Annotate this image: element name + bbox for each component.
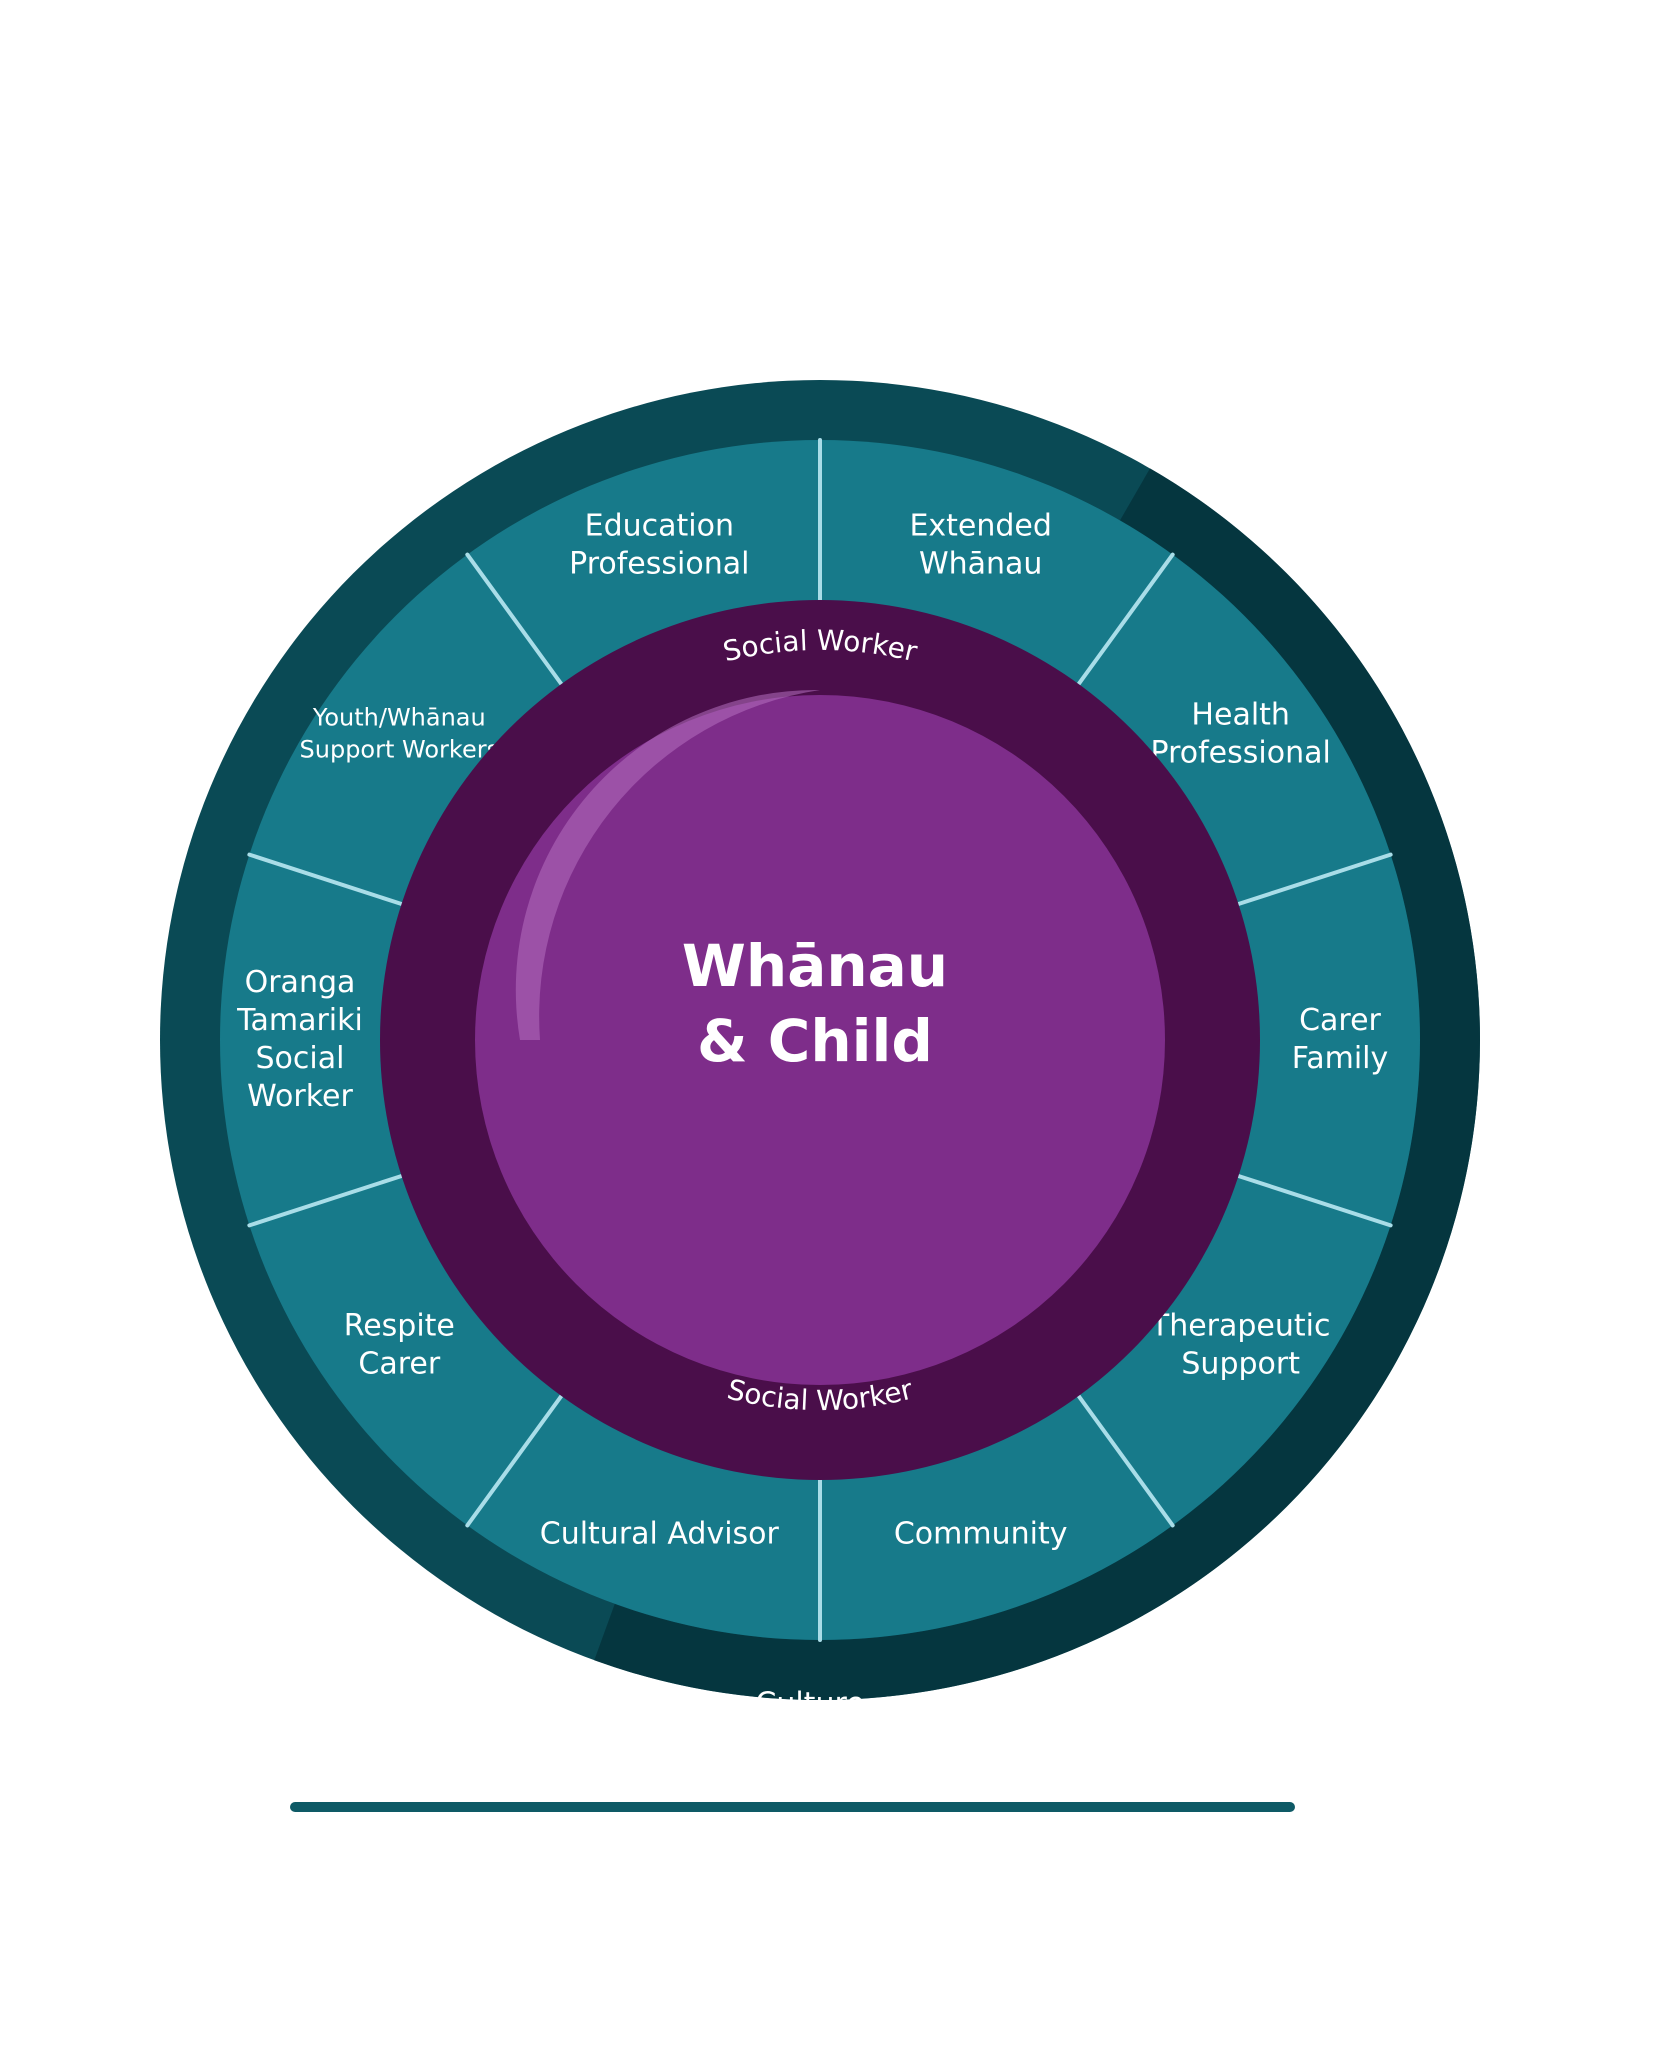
center-label-line-2: & Child [697,1007,933,1075]
segment-label-line: Community [894,1516,1068,1551]
segment-label-line: Social [256,1041,345,1076]
segment-label-line: Tamariki [236,1003,363,1038]
segment-label-line: Professional [1151,735,1331,770]
culture-label-bottom: Culture [755,1687,864,1722]
segment-label-line: Support Workers [300,735,500,763]
segment-label-line: Family [1292,1041,1389,1076]
segment-label-line: Worker [247,1079,353,1114]
segment-label-line: Education [585,508,734,543]
segment-label-community: Community [894,1516,1068,1551]
segment-label-line: Respite [344,1308,455,1343]
center-circle: Whānau & Child [475,689,1165,1385]
segment-label-line: Health [1191,697,1290,732]
segment-divider [247,1173,404,1228]
center-circle-shape [475,695,1165,1385]
segment-divider [1076,552,1175,687]
culture-label-top: Culture [765,320,874,355]
segment-label-line: Carer [1299,1003,1381,1038]
segment-divider [1076,1393,1175,1528]
segment-label-line: Therapeutic [1150,1308,1331,1343]
segment-label-line: Carer [358,1346,440,1381]
segment-label-line: Professional [569,546,749,581]
segment-divider [247,852,404,907]
center-label-line-1: Whānau [682,932,948,1000]
segment-label-cultural-advisor: Cultural Advisor [540,1516,780,1551]
segment-dividers [247,438,1393,1642]
segment-label-line: Support [1181,1346,1300,1381]
segment-label-line: Oranga [245,965,356,1000]
segment-label-line: Cultural Advisor [540,1516,780,1551]
segment-divider [465,552,564,687]
segment-divider [1236,852,1393,907]
segment-label-line: Whānau [919,546,1042,581]
underline-stroke [290,1802,1295,1812]
segment-label-line: Youth/Whānau [312,703,486,731]
segment-divider [1236,1173,1393,1228]
segment-label-line: Extended [909,508,1052,543]
segment-divider [465,1393,564,1528]
